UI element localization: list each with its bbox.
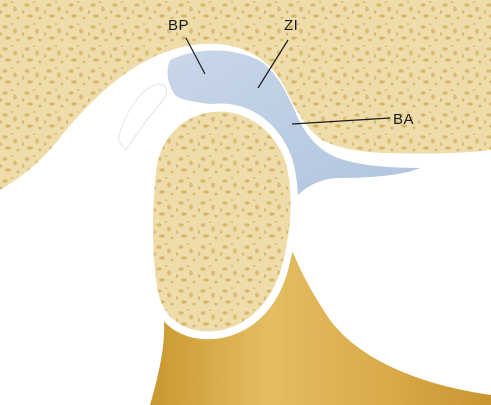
label-zi: ZI: [284, 17, 298, 34]
label-ba: BA: [393, 111, 414, 128]
label-bp: BP: [168, 17, 189, 34]
